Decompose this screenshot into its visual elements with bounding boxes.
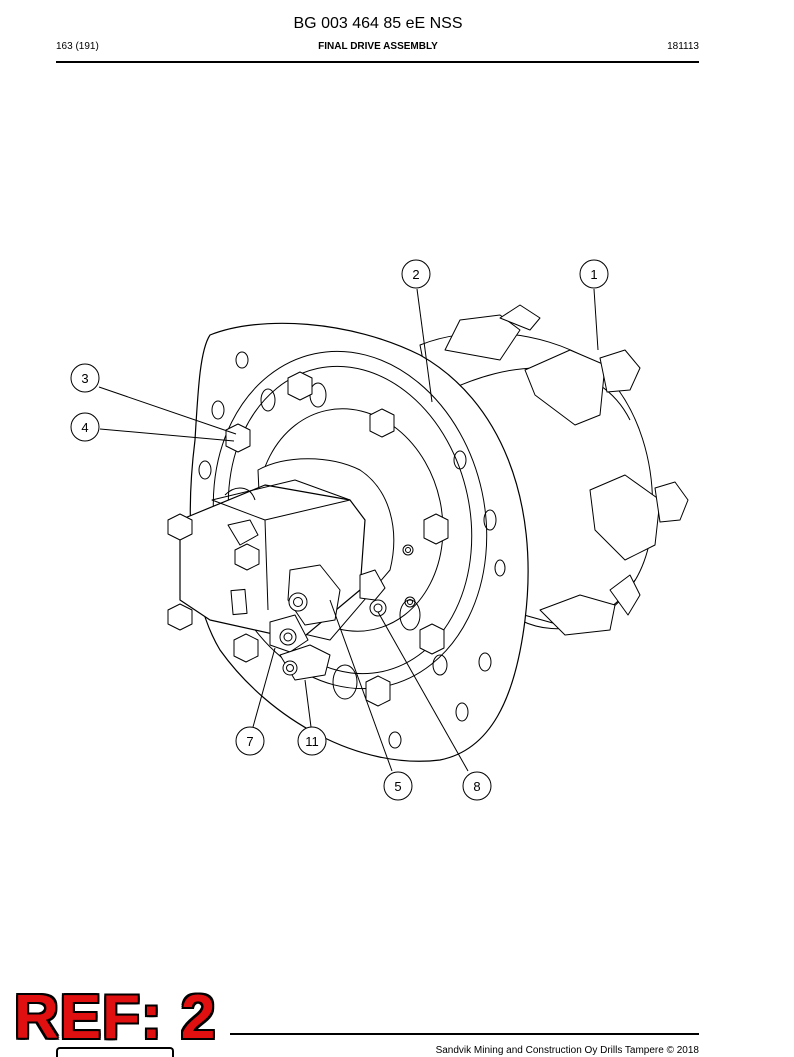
svg-text:7: 7 <box>246 734 253 749</box>
callout-11: 11 <box>297 726 327 756</box>
svg-text:11: 11 <box>305 734 319 749</box>
callout-8: 8 <box>462 771 492 801</box>
ref-stamp: REF: 2 <box>14 983 217 1052</box>
svg-text:5: 5 <box>394 779 401 794</box>
svg-text:8: 8 <box>473 779 480 794</box>
svg-text:4: 4 <box>81 420 88 435</box>
document-title: BG 003 464 85 eE NSS <box>293 15 463 32</box>
footer-rule <box>230 1033 699 1035</box>
date-code: 181113 <box>667 41 699 52</box>
callout-5: 5 <box>383 771 413 801</box>
copyright-notice: Sandvik Mining and Construction Oy Drill… <box>435 1045 699 1056</box>
header-rule <box>56 61 699 63</box>
svg-text:3: 3 <box>81 371 88 386</box>
leader-lines <box>98 288 599 772</box>
svg-text:1: 1 <box>590 267 597 282</box>
hydraulic-motor <box>167 458 395 681</box>
section-title: FINAL DRIVE ASSEMBLY <box>318 41 438 52</box>
callout-1: 1 <box>579 259 609 289</box>
callout-4: 4 <box>70 412 100 442</box>
svg-text:2: 2 <box>412 267 419 282</box>
callout-2: 2 <box>401 259 431 289</box>
callout-7: 7 <box>235 726 265 756</box>
callout-3: 3 <box>70 363 100 393</box>
sandvik-logo <box>56 1047 174 1057</box>
page-number: 163 (191) <box>56 41 99 52</box>
